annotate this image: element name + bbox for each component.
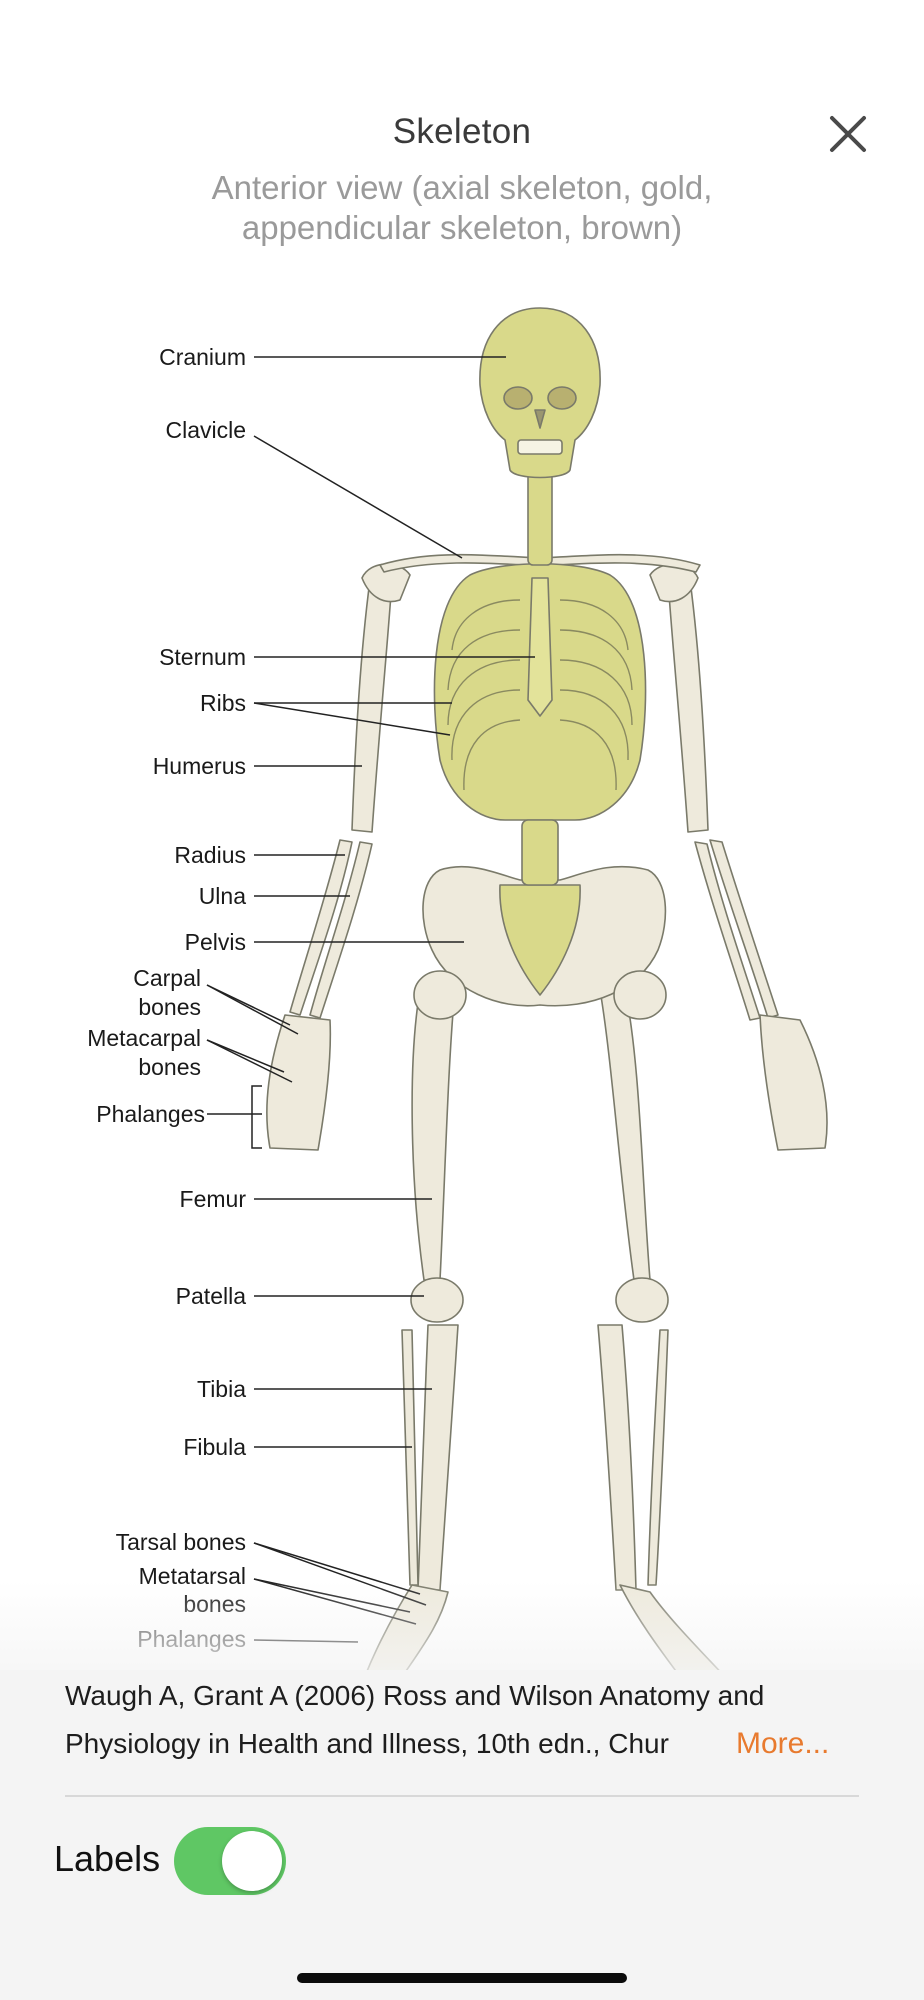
label-metacarpal-1: Metacarpal xyxy=(87,1025,201,1051)
label-femur: Femur xyxy=(180,1186,247,1212)
label-leader-lines xyxy=(206,356,535,1643)
more-link[interactable]: More... xyxy=(726,1720,830,1768)
cervical-spine xyxy=(527,469,553,566)
citation-line-2: Physiology in Health and Illness, 10th e… xyxy=(65,1728,669,1759)
right-tibia xyxy=(597,1324,637,1591)
right-radius xyxy=(709,839,779,1019)
skeleton-diagram: Cranium Clavicle Sternum Ribs Humerus Ra… xyxy=(87,307,828,1690)
sacrum xyxy=(499,884,581,996)
rib-lines xyxy=(447,599,633,791)
label-metacarpal-2: bones xyxy=(138,1054,201,1080)
label-humerus: Humerus xyxy=(153,753,246,779)
sternum xyxy=(527,577,553,717)
divider xyxy=(65,1795,859,1797)
lumbar-spine xyxy=(521,819,559,886)
label-fibula: Fibula xyxy=(183,1434,246,1460)
left-femur xyxy=(411,989,456,1281)
label-metatarsal-1: Metatarsal xyxy=(139,1563,246,1589)
left-shoulder xyxy=(361,563,411,603)
right-fibula xyxy=(647,1329,669,1586)
left-hand xyxy=(266,1014,332,1151)
citation-line-1: Waugh A, Grant A (2006) Ross and Wilson … xyxy=(65,1680,765,1711)
labels-toggle-label: Labels xyxy=(54,1838,161,1879)
skeleton-figure: Cranium Clavicle Sternum Ribs Humerus Ra… xyxy=(0,270,924,1690)
label-patella: Patella xyxy=(176,1283,247,1309)
label-metatarsal-2: bones xyxy=(183,1591,246,1617)
left-ulna xyxy=(309,841,373,1019)
label-clavicle: Clavicle xyxy=(165,417,246,443)
right-humerus xyxy=(667,579,709,833)
left-fibula xyxy=(401,1329,419,1586)
skull xyxy=(479,307,601,479)
label-pelvis: Pelvis xyxy=(185,929,246,955)
page-subtitle: Anterior view (axial skeleton, gold, app… xyxy=(150,168,774,248)
label-cranium: Cranium xyxy=(159,344,246,370)
left-patella xyxy=(410,1277,464,1323)
right-hand xyxy=(759,1014,828,1151)
subtitle-line-1: Anterior view (axial skeleton, gold, xyxy=(211,169,713,206)
left-radius xyxy=(289,839,353,1016)
label-carpal-1: Carpal xyxy=(133,965,201,991)
label-sternum: Sternum xyxy=(159,644,246,670)
subtitle-line-2: appendicular skeleton, brown) xyxy=(241,209,683,246)
left-tibia xyxy=(417,1324,459,1591)
toggle-knob xyxy=(222,1831,282,1891)
right-femur xyxy=(599,989,651,1281)
label-phalanges-hand: Phalanges xyxy=(96,1101,205,1127)
label-carpal-2: bones xyxy=(138,994,201,1020)
label-ribs: Ribs xyxy=(200,690,246,716)
citation: Waugh A, Grant A (2006) Ross and Wilson … xyxy=(65,1672,865,1768)
labels-toggle[interactable] xyxy=(174,1827,286,1895)
label-tibia: Tibia xyxy=(197,1376,246,1402)
label-ulna: Ulna xyxy=(199,883,247,909)
right-patella xyxy=(615,1277,669,1323)
close-button[interactable] xyxy=(822,108,874,160)
close-icon xyxy=(830,116,866,152)
label-phalanges-foot: Phalanges xyxy=(137,1626,246,1652)
label-radius: Radius xyxy=(174,842,246,868)
page-title: Skeleton xyxy=(392,112,532,151)
label-tarsal: Tarsal bones xyxy=(116,1529,246,1555)
left-humerus xyxy=(351,579,393,833)
home-indicator xyxy=(297,1973,627,1983)
header: Skeleton Anterior view (axial skeleton, … xyxy=(0,0,924,270)
